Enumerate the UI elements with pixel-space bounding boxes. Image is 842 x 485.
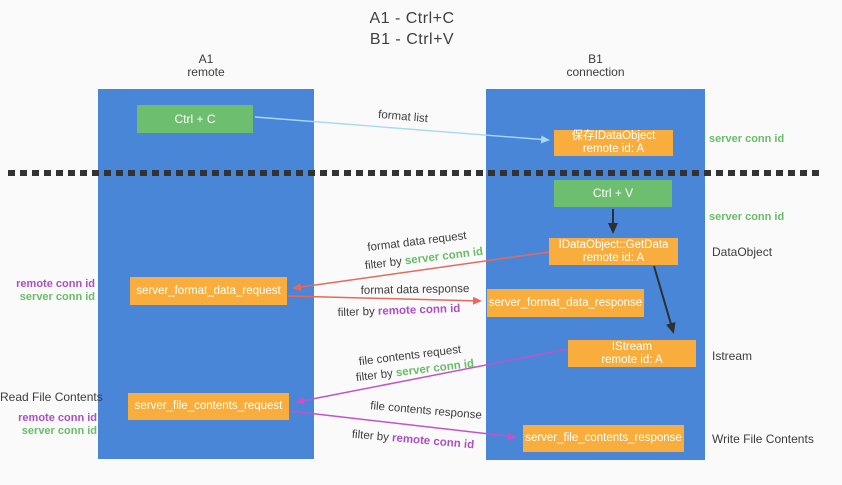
format-data-response-label: format data response: [360, 283, 470, 297]
server-file-contents-response-node: server_file_contents_response: [523, 425, 684, 452]
lane-header-left: A1 remote: [98, 53, 314, 79]
file-contents-response-filter-label: filter by remote conn id: [351, 429, 474, 452]
lane-right-subtitle: connection: [566, 65, 625, 79]
istream-node: IStream remote id: A: [568, 340, 696, 367]
filter-by-prefix: filter by: [337, 305, 379, 320]
dotted-divider-line: [8, 170, 823, 176]
format-data-response-filter-label: filter by remote conn id: [337, 303, 460, 319]
idataobject-getdata-node: IDataObject::GetData remote id: A: [549, 238, 678, 265]
lane-left-subtitle: remote: [187, 65, 225, 79]
ctrl-v-label: Ctrl + V: [592, 186, 634, 200]
server-file-contents-request-node: server_file_contents_request: [128, 393, 289, 420]
remote-conn-id-annotation: remote conn id: [18, 412, 97, 424]
file-conn-ids-annotation: remote conn id server conn id: [0, 412, 97, 438]
istream-line2: remote id: A: [601, 353, 663, 366]
server-format-data-response-node: server_format_data_response: [487, 289, 644, 317]
lane-header-right: B1 connection: [486, 53, 705, 79]
dataobject-annotation: DataObject: [712, 245, 773, 259]
format-response-label: server_format_data_response: [488, 296, 643, 309]
save-dataobject-node: 保存IDataObject remote id: A: [554, 130, 673, 156]
server-conn-id-annotation: server conn id: [19, 291, 95, 303]
remote-conn-id-text: remote conn id: [377, 302, 461, 318]
ctrl-c-label: Ctrl + C: [174, 111, 216, 126]
diagram-title: A1 - Ctrl+C B1 - Ctrl+V: [287, 8, 537, 50]
format-list-label: format list: [377, 108, 429, 126]
read-file-contents-label: Read File Contents: [0, 390, 103, 404]
lane-left-title: A1: [198, 52, 214, 66]
format-data-response-arrow: [287, 295, 482, 305]
server-conn-id-top-annotation: server conn id: [709, 133, 785, 145]
server-conn-id-text: server conn id: [404, 245, 484, 268]
file-contents-response-label: file contents response: [369, 400, 483, 422]
filter-by-prefix: filter by: [351, 428, 393, 445]
file-request-label: server_file_contents_request: [134, 400, 283, 412]
server-conn-id-mid-annotation: server conn id: [709, 211, 785, 223]
save-dataobject-line1: 保存IDataObject: [571, 130, 656, 142]
server-format-data-request-node: server_format_data_request: [130, 277, 287, 305]
file-response-label: server_file_contents_response: [525, 432, 682, 444]
format-request-label: server_format_data_request: [136, 284, 281, 297]
server-conn-id-annotation: server conn id: [21, 425, 97, 437]
filter-by-prefix: filter by: [364, 255, 406, 273]
getdata-line2: remote id: A: [582, 251, 645, 264]
write-file-contents-annotation: Write File Contents: [712, 432, 814, 446]
getdata-line1: IDataObject::GetData: [558, 238, 669, 251]
format-conn-ids-annotation: remote conn id server conn id: [0, 278, 95, 304]
lane-right-title: B1: [588, 52, 603, 66]
filter-by-prefix: filter by: [355, 367, 397, 385]
title-line-1: A1 - Ctrl+C: [369, 10, 455, 27]
istream-line1: IStream: [611, 340, 653, 353]
read-file-contents-annotation: Read File Contents remote conn id server…: [0, 390, 103, 438]
ctrl-c-node: Ctrl + C: [137, 105, 253, 133]
remote-conn-id-text: remote conn id: [391, 432, 475, 452]
remote-conn-id-annotation: remote conn id: [16, 278, 95, 290]
ctrl-v-node: Ctrl + V: [554, 180, 672, 207]
save-dataobject-line2: remote id: A: [582, 143, 645, 155]
title-line-2: B1 - Ctrl+V: [369, 31, 455, 48]
istream-annotation: Istream: [712, 349, 753, 363]
